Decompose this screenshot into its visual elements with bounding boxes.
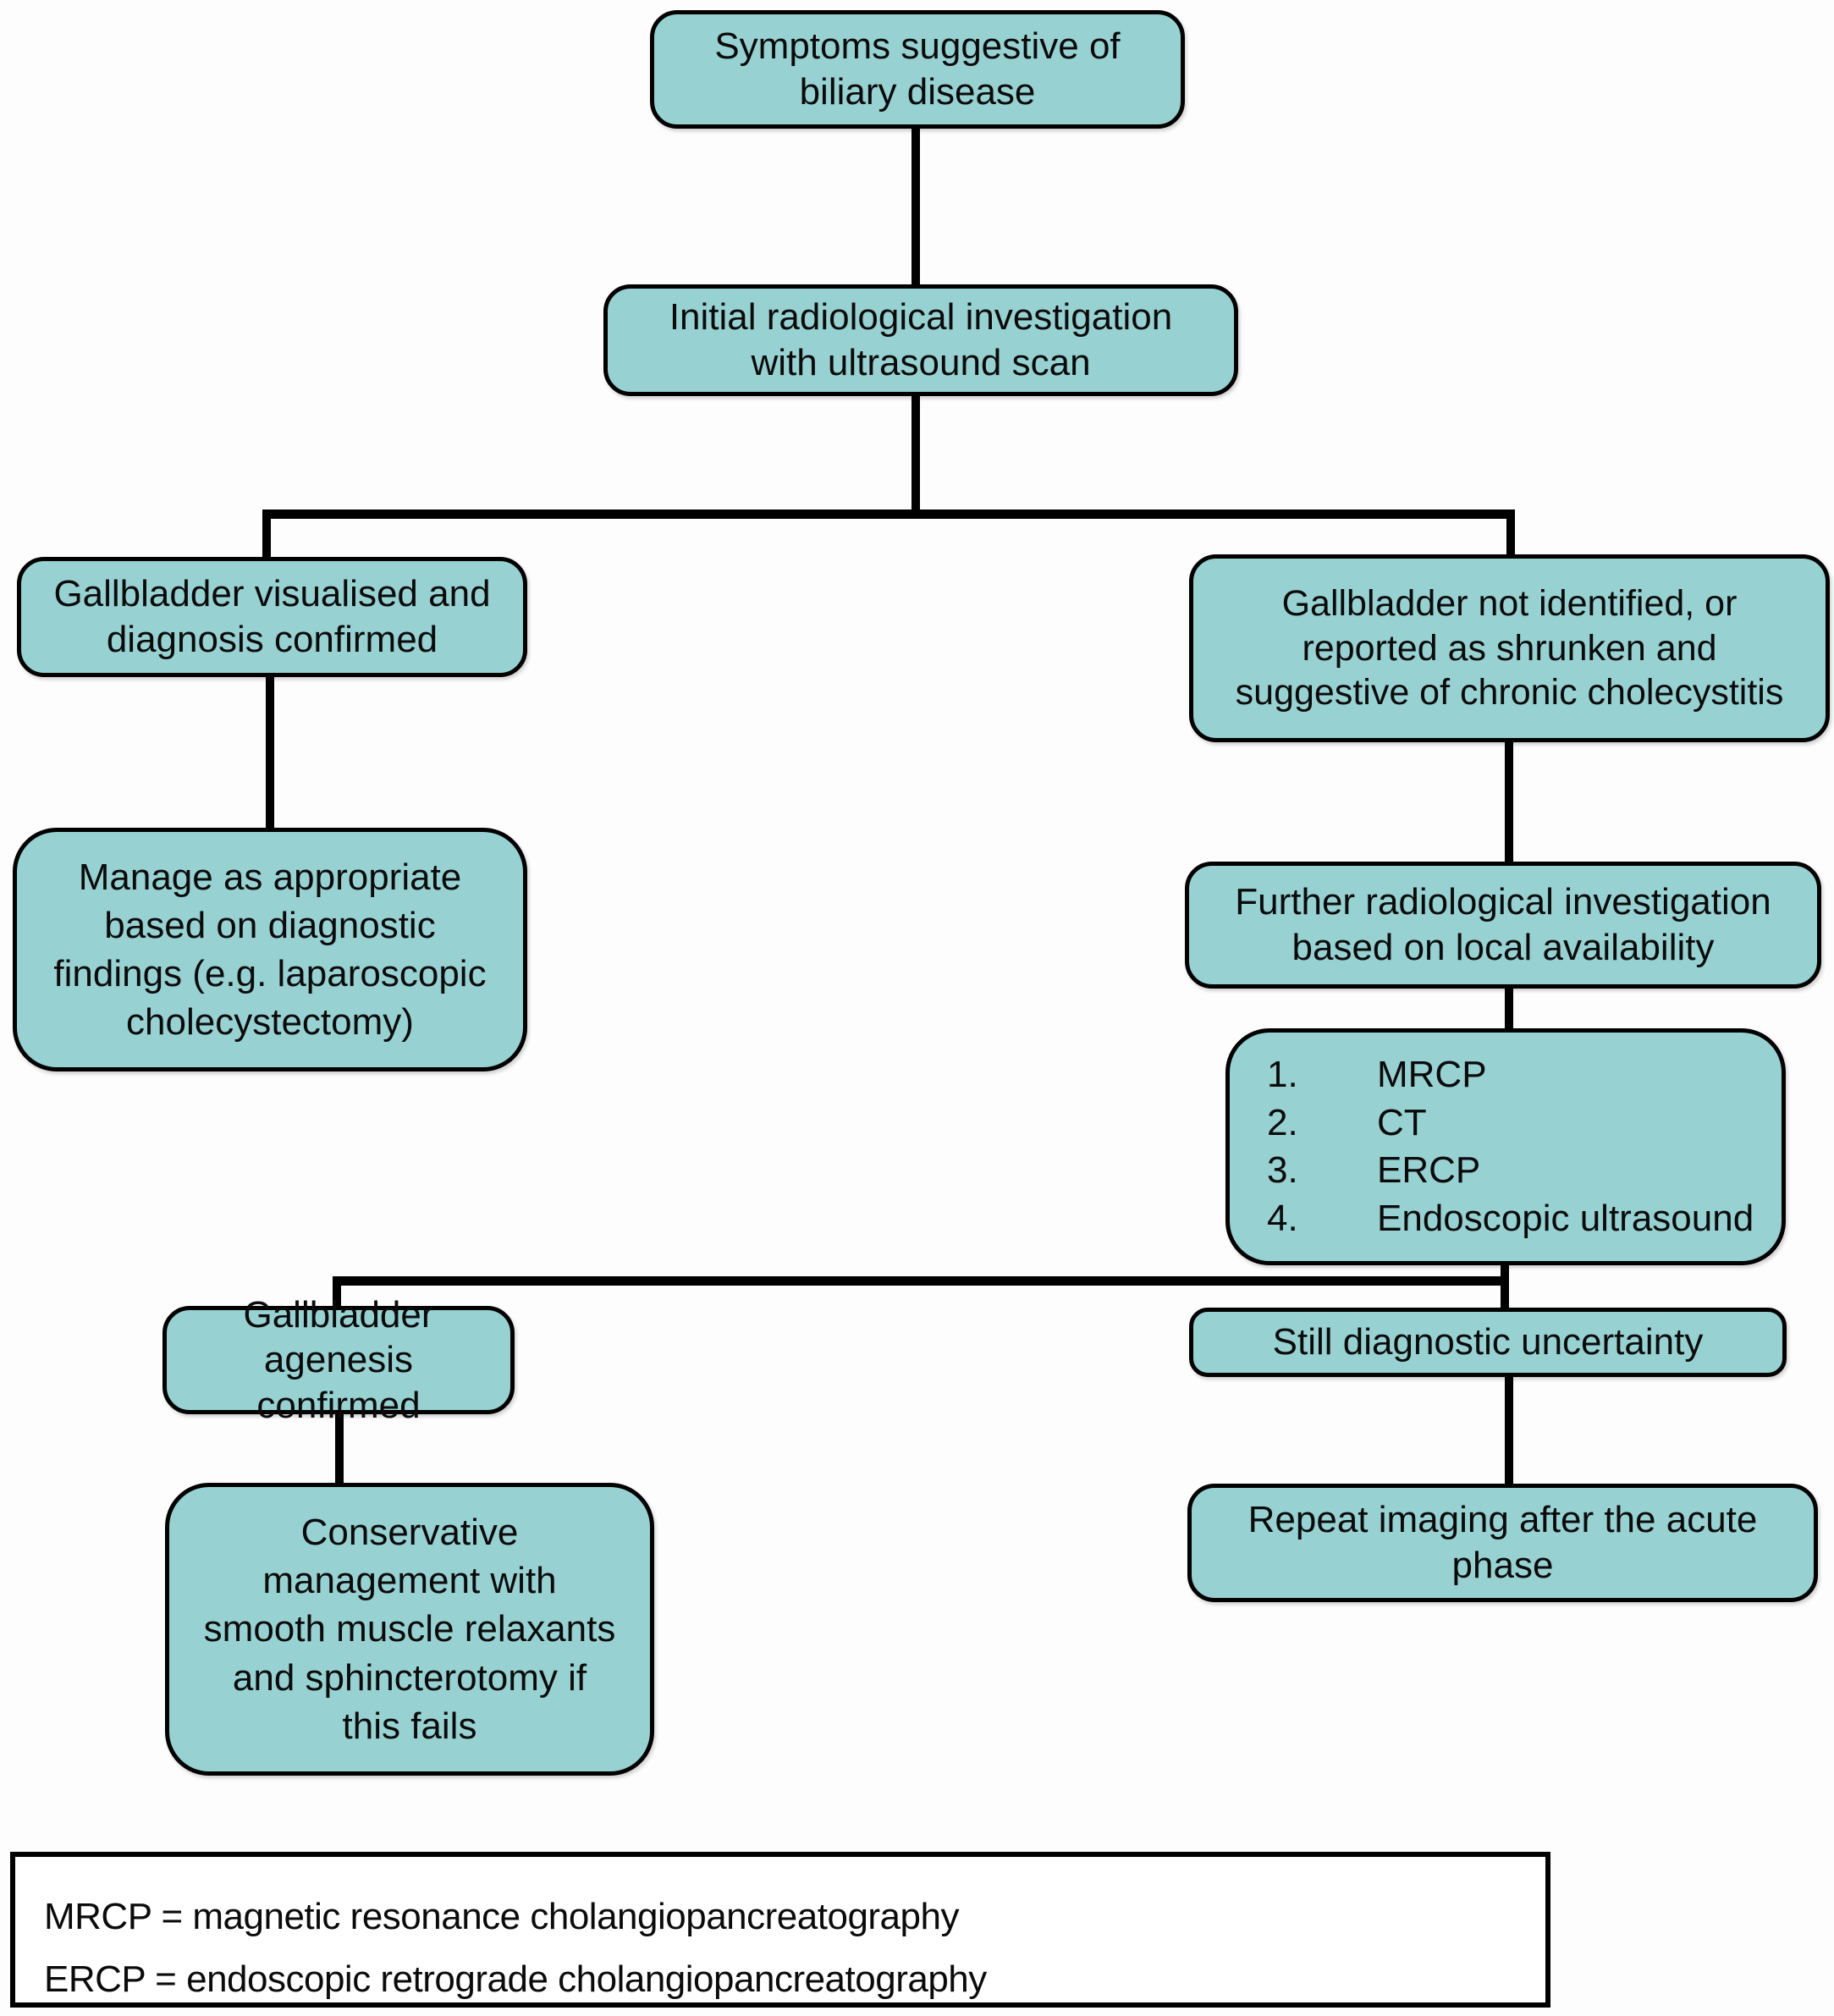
branch-line-bottom [333, 1276, 1505, 1286]
node-further-investigation: Further radiological investigation based… [1185, 862, 1821, 989]
node-repeat-imaging: Repeat imaging after the acute phase [1187, 1484, 1818, 1602]
list-item-number: 3. [1267, 1149, 1298, 1192]
node-modality-list: 1. MRCP 2. CT 3. ERCP 4. Endoscopic ultr… [1225, 1028, 1786, 1265]
list-item-ercp: 3. ERCP [1267, 1149, 1765, 1192]
list-item-label: MRCP [1377, 1053, 1487, 1095]
legend-box: MRCP = magnetic resonance cholangiopancr… [10, 1852, 1550, 2008]
connector-further-list [1505, 985, 1513, 1033]
connector-branch-agenesis [333, 1276, 341, 1312]
node-still-uncertainty: Still diagnostic uncertainty [1189, 1308, 1787, 1377]
connector-uncertainty-repeat [1505, 1374, 1513, 1488]
connector-branch-not-identified [1506, 510, 1515, 560]
list-item-number: 1. [1267, 1053, 1298, 1095]
list-item-mrcp: 1. MRCP [1267, 1054, 1765, 1096]
list-item-endoscopic-ultrasound: 4. Endoscopic ultrasound [1267, 1198, 1765, 1240]
node-conservative-management: Conservative management with smooth musc… [165, 1483, 654, 1776]
connector-notidentified-further [1505, 740, 1513, 867]
list-item-ct: 2. CT [1267, 1102, 1765, 1144]
branch-line-top [262, 510, 1515, 519]
node-initial-investigation: Initial radiological investigation with … [603, 284, 1238, 396]
list-item-label: Endoscopic ultrasound [1377, 1198, 1754, 1240]
connector-list-uncertainty [1501, 1261, 1509, 1312]
list-item-label: ERCP [1377, 1149, 1481, 1192]
connector-initial-branch [911, 393, 920, 518]
legend-line-mrcp: MRCP = magnetic resonance cholangiopancr… [44, 1896, 959, 1937]
node-gallbladder-visualised: Gallbladder visualised and diagnosis con… [17, 557, 527, 677]
connector-agenesis-conservative [335, 1412, 344, 1488]
list-item-number: 2. [1267, 1101, 1298, 1143]
node-gallbladder-not-identified: Gallbladder not identified, or reported … [1189, 554, 1830, 742]
connector-symptoms-initial [911, 125, 920, 288]
node-agenesis-confirmed: Gallbladder agenesis confirmed [162, 1294, 515, 1426]
connector-visualised-manage [266, 674, 274, 833]
node-symptoms: Symptoms suggestive of biliary disease [650, 10, 1185, 129]
list-item-number: 4. [1267, 1198, 1298, 1240]
node-manage-appropriate: Manage as appropriate based on diagnosti… [13, 828, 527, 1071]
connector-branch-visualised [262, 510, 271, 562]
list-item-label: CT [1377, 1101, 1427, 1143]
legend-line-ercp: ERCP = endoscopic retrograde cholangiopa… [44, 1958, 987, 2000]
